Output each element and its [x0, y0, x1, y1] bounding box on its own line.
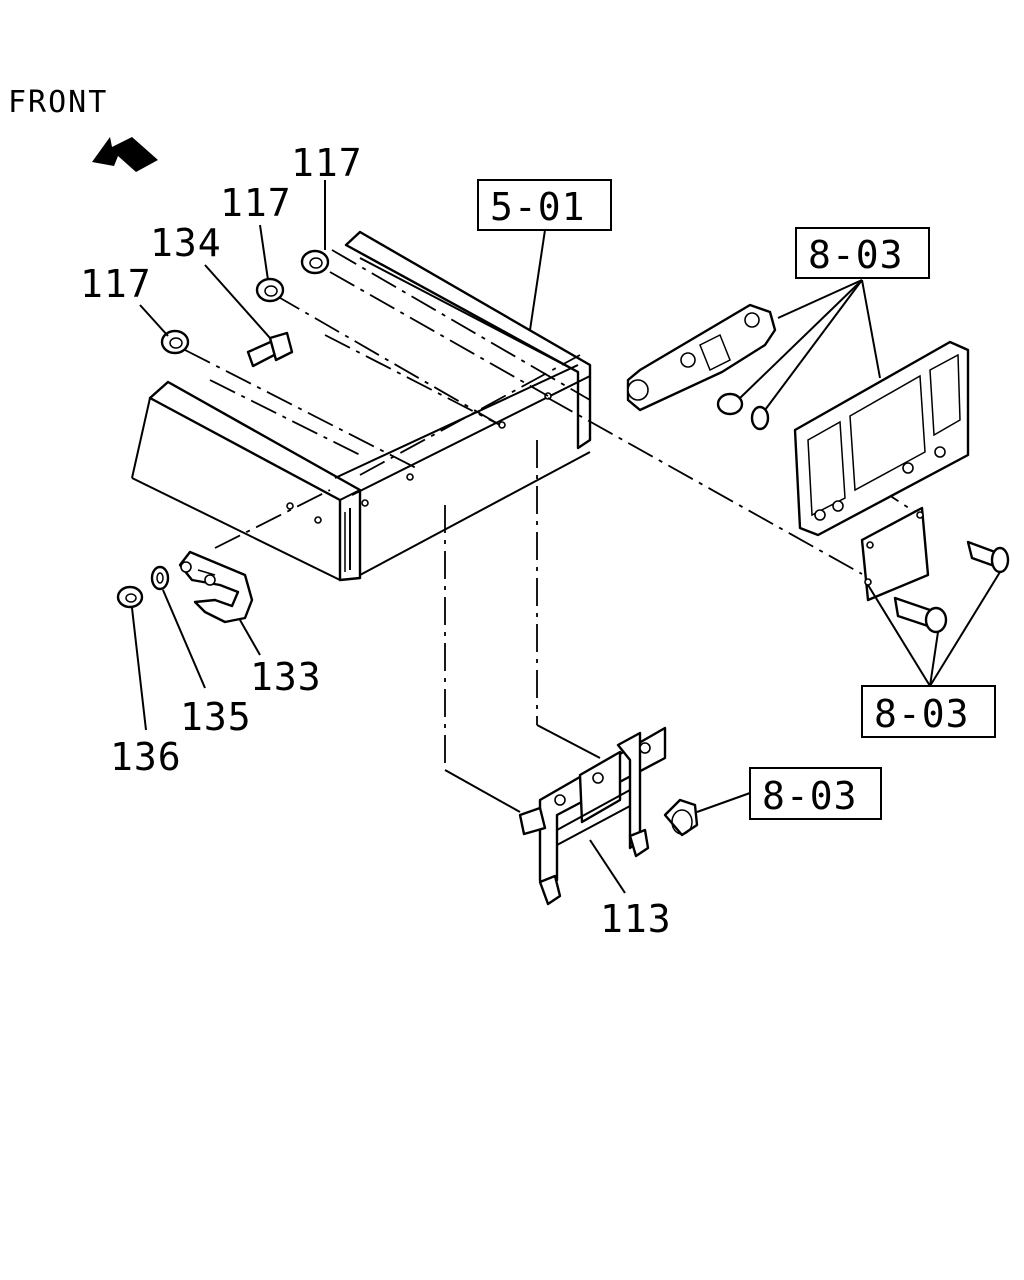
ref-box-5-01	[477, 179, 612, 231]
flange-nut-117-a	[300, 249, 330, 275]
marker-lamp	[663, 798, 699, 837]
ref-box-8-03-b	[861, 685, 996, 738]
callout-117-a: 117	[291, 141, 363, 185]
ref-label-8-03-c: 8-03	[762, 774, 858, 818]
callout-117-c: 117	[80, 262, 152, 306]
ref-box-8-03-c	[749, 767, 882, 820]
bracket-113	[518, 726, 667, 906]
lamp-nut	[716, 392, 744, 416]
lamp-bolt-upper	[966, 540, 1010, 574]
assembly-lines	[184, 249, 916, 813]
leader-lines	[131, 180, 1001, 894]
callout-117-b: 117	[220, 181, 292, 225]
callout-134: 134	[150, 221, 222, 265]
lamp-stay	[626, 303, 777, 412]
ref-box-8-03-a	[795, 227, 930, 279]
ref-label-5-01: 5-01	[490, 185, 586, 229]
callout-135: 135	[180, 695, 252, 739]
callout-136: 136	[110, 735, 182, 779]
washer-135	[150, 565, 170, 591]
front-label: FRONT	[8, 85, 108, 120]
frame-crossmember	[131, 230, 592, 582]
flange-nut-117-c	[160, 329, 190, 355]
flange-nut-117-b	[255, 277, 285, 303]
ref-label-8-03-b: 8-03	[874, 692, 970, 736]
lamp-washer	[750, 405, 770, 431]
lamp-mounting-plate	[860, 506, 930, 602]
tow-hook-133	[178, 550, 254, 624]
callout-133: 133	[250, 655, 322, 699]
ref-label-8-03-a: 8-03	[808, 233, 904, 277]
rear-combination-lamp	[793, 340, 970, 537]
front-arrow-icon	[92, 137, 158, 172]
bolt-134	[246, 331, 294, 368]
lamp-bolt-lower	[893, 596, 948, 634]
nut-136	[116, 585, 144, 609]
callout-113: 113	[600, 897, 672, 941]
